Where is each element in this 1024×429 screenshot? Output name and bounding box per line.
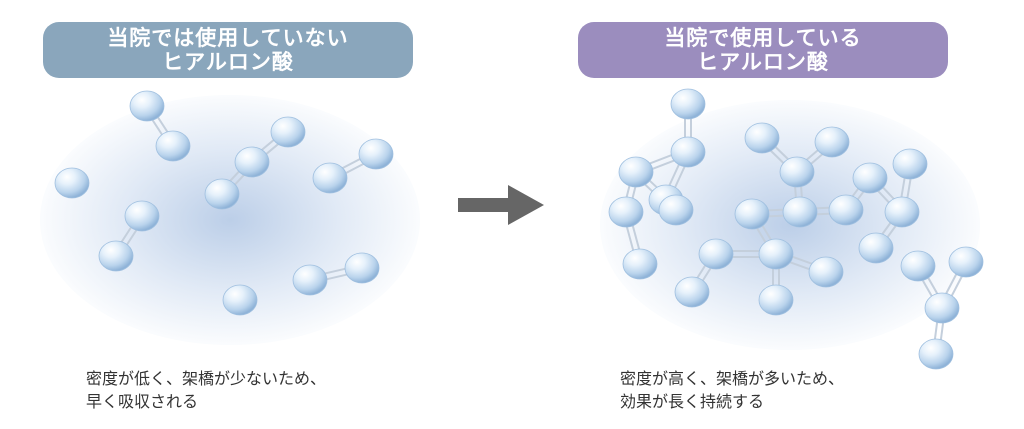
molecule-sphere-icon — [698, 238, 734, 270]
right-title-line1: 当院で使用している — [664, 26, 862, 50]
molecule-sphere-icon — [924, 292, 960, 324]
molecule-sphere-icon — [608, 196, 644, 228]
right-caption-line2: 効果が長く持続する — [620, 392, 765, 411]
molecule-sphere-icon — [618, 156, 654, 188]
molecule-sphere-icon — [358, 138, 394, 170]
molecule-sphere-icon — [858, 232, 894, 264]
molecule-sphere-icon — [98, 240, 134, 272]
molecule-sphere-icon — [734, 198, 770, 230]
molecule-sphere-icon — [312, 162, 348, 194]
molecule-sphere-icon — [344, 252, 380, 284]
molecule-sphere-icon — [884, 196, 920, 228]
left-title-line1: 当院では使用していない — [107, 26, 349, 50]
molecule-sphere-icon — [852, 162, 888, 194]
molecule-sphere-icon — [758, 284, 794, 316]
molecule-sphere-icon — [779, 156, 815, 188]
molecule-sphere-icon — [622, 248, 658, 280]
molecule-sphere-icon — [54, 167, 90, 199]
molecule-sphere-icon — [814, 126, 850, 158]
left-title-line2: ヒアルロン酸 — [162, 50, 294, 74]
molecule-sphere-icon — [674, 276, 710, 308]
molecule-sphere-icon — [658, 194, 694, 226]
molecule-sphere-icon — [892, 148, 928, 180]
molecule-sphere-icon — [292, 264, 328, 296]
molecule-sphere-icon — [744, 122, 780, 154]
unused-hyaluronic-acid-label: 当院では使用していない ヒアルロン酸 — [43, 22, 413, 78]
molecule-sphere-icon — [129, 90, 165, 122]
molecule-sphere-icon — [222, 284, 258, 316]
molecule-sphere-icon — [270, 116, 306, 148]
molecule-sphere-icon — [204, 178, 240, 210]
molecule-sphere-icon — [234, 146, 270, 178]
molecule-sphere-icon — [900, 250, 936, 282]
molecule-sphere-icon — [808, 256, 844, 288]
molecule-sphere-icon — [782, 196, 818, 228]
right-title-line2: ヒアルロン酸 — [697, 50, 829, 74]
molecule-sphere-icon — [124, 200, 160, 232]
molecule-sphere-icon — [758, 238, 794, 270]
right-caption-line1: 密度が高く、架橋が多いため、 — [620, 369, 845, 388]
molecule-sphere-icon — [670, 88, 706, 120]
molecule-sphere-icon — [670, 136, 706, 168]
used-hyaluronic-acid-label: 当院で使用している ヒアルロン酸 — [578, 22, 948, 78]
left-caption: 密度が低く、架橋が少ないため、 早く吸収される — [86, 367, 326, 413]
left-caption-line1: 密度が低く、架橋が少ないため、 — [86, 369, 327, 388]
right-arrow-icon — [458, 185, 544, 225]
left-caption-line2: 早く吸収される — [86, 392, 199, 411]
molecule-sphere-icon — [948, 246, 984, 278]
right-caption: 密度が高く、架橋が多いため、 効果が長く持続する — [620, 367, 844, 413]
molecule-spheres — [54, 88, 984, 370]
molecule-sphere-icon — [828, 194, 864, 226]
molecule-sphere-icon — [918, 338, 954, 370]
molecule-sphere-icon — [155, 130, 191, 162]
